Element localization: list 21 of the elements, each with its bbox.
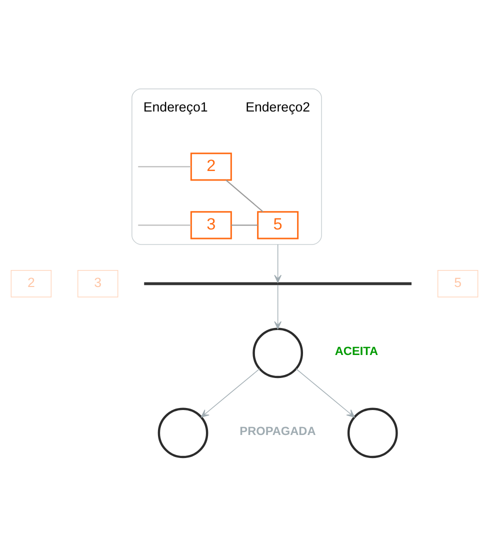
node-circle <box>252 327 304 378</box>
label: 5 <box>454 274 462 290</box>
connector <box>231 224 258 226</box>
label: Endereço1 <box>143 98 208 114</box>
cluster <box>132 88 322 244</box>
arrow <box>274 284 282 329</box>
connector <box>138 224 191 226</box>
node-box: 2 <box>190 152 232 180</box>
arrow <box>274 244 282 282</box>
arrow <box>200 368 260 417</box>
label: Endereço2 <box>246 98 310 114</box>
label: 2 <box>27 274 35 290</box>
arrow <box>296 368 355 417</box>
node-box: 3 <box>190 210 232 239</box>
label: 3 <box>94 274 102 290</box>
node-box: 5 <box>257 210 299 239</box>
label: PROPAGADA <box>240 424 316 438</box>
connector <box>226 179 264 212</box>
node-label: ACEITA <box>334 344 378 358</box>
node-bar <box>144 282 412 285</box>
connector <box>138 166 191 167</box>
